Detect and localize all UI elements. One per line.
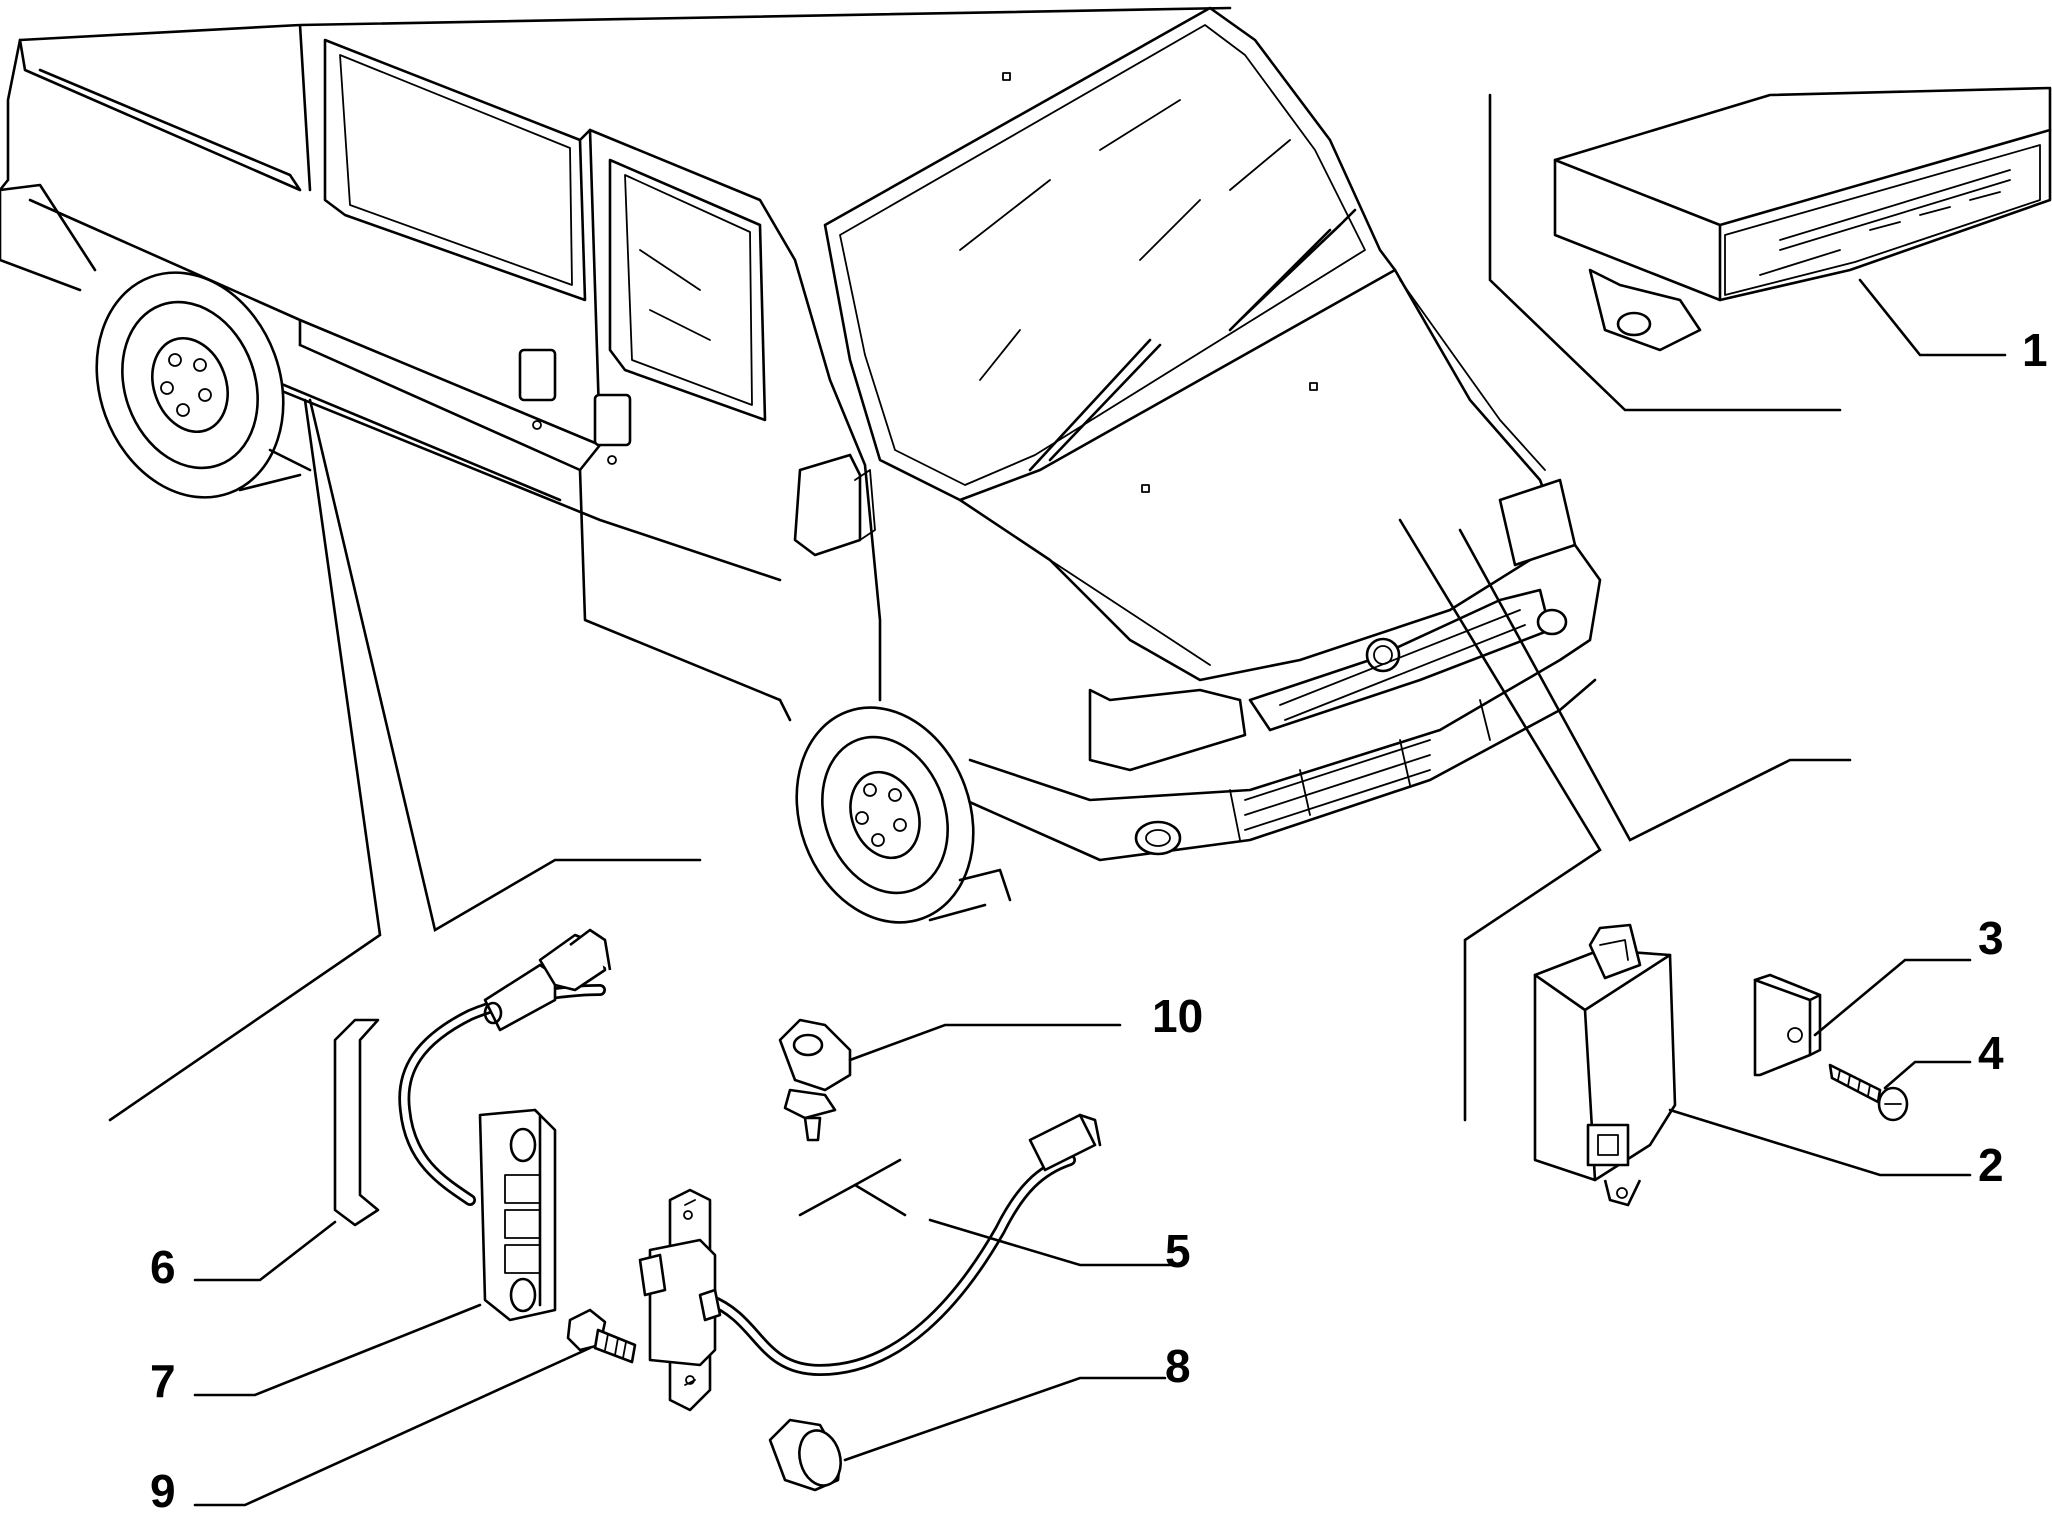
van-illustration bbox=[0, 6, 1602, 924]
callout-2: 2 bbox=[1978, 1139, 2004, 1191]
bolt-part-9 bbox=[566, 1308, 637, 1364]
callout-9: 9 bbox=[150, 1465, 176, 1517]
bracket-part-3 bbox=[1753, 973, 1822, 1077]
control-unit-part-1 bbox=[1553, 86, 2052, 352]
callout-5: 5 bbox=[1165, 1225, 1191, 1277]
switch-part-7 bbox=[398, 928, 612, 1322]
cap-part-8 bbox=[768, 1418, 842, 1492]
callout-1: 1 bbox=[2022, 324, 2048, 376]
callout-6: 6 bbox=[150, 1241, 176, 1293]
grommet-part-10 bbox=[778, 1018, 852, 1142]
callout-4: 4 bbox=[1978, 1027, 2004, 1079]
spacer-clip-part-6 bbox=[333, 1018, 380, 1227]
callout-8: 8 bbox=[1165, 1340, 1191, 1392]
leader-lines bbox=[108, 93, 2007, 1507]
callout-7: 7 bbox=[150, 1355, 176, 1407]
relay-module-part-2 bbox=[1533, 923, 1677, 1207]
callout-10: 10 bbox=[1152, 990, 1204, 1042]
switch-assembly-part-5 bbox=[638, 1113, 1102, 1412]
screw-part-4 bbox=[1828, 1063, 1909, 1122]
callout-3: 3 bbox=[1978, 912, 2004, 964]
